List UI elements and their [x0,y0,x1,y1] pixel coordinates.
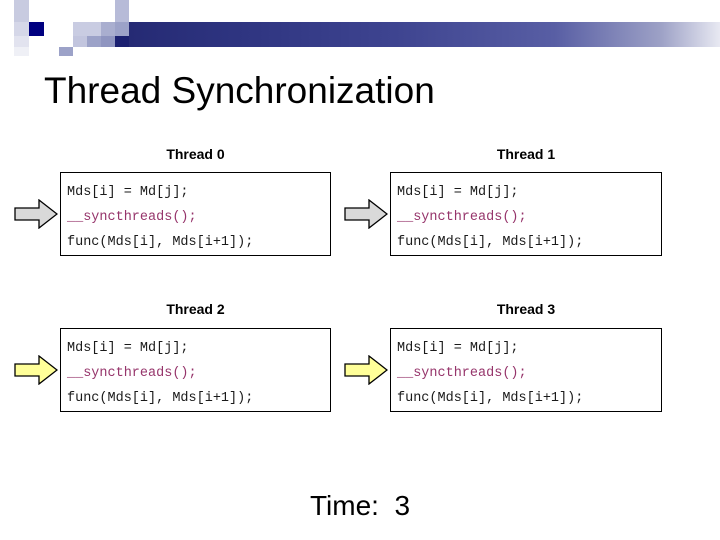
banner-square [73,0,87,22]
thread-label-3: Thread 3 [496,301,556,317]
banner-square [73,47,87,56]
time-counter-label: Time: 3 [309,490,411,521]
banner-square [87,36,101,47]
code-line-0: Mds[i] = Md[j]; [67,341,189,356]
code-line-1: __syncthreads(); [67,366,197,381]
page-title: Thread Synchronization [44,70,435,111]
banner-square [14,22,29,36]
banner-square [14,0,29,22]
thread-label-2: Thread 2 [166,301,225,317]
thread-label-1: Thread 1 [496,146,556,162]
banner-square [115,0,129,22]
code-line-2: func(Mds[i], Mds[i+1]); [397,391,584,406]
execution-pointer-arrow-thread-1 [344,198,389,230]
code-line-1: __syncthreads(); [67,210,197,225]
code-line-0: Mds[i] = Md[j]; [67,185,189,200]
banner-square [101,47,115,56]
thread-label-0: Thread 0 [166,146,225,162]
banner-square [115,36,129,47]
code-line-2: func(Mds[i], Mds[i+1]); [67,235,254,250]
code-line-1: __syncthreads(); [397,366,527,381]
thread-code-box-3: Mds[i] = Md[j]; __syncthreads(); func(Mds[… [390,328,662,412]
banner-square [87,22,101,36]
banner-square [101,22,115,36]
banner-square [59,47,73,56]
banner-square [44,22,59,36]
banner-square [87,47,101,56]
banner-square [73,36,87,47]
code-line-1: __syncthreads(); [397,210,527,225]
banner-square [14,47,29,56]
banner-square [29,0,44,22]
banner-square [14,36,29,47]
code-line-2: func(Mds[i], Mds[i+1]); [397,235,584,250]
banner-gradient-bar [129,22,720,47]
execution-pointer-arrow-thread-2 [14,354,59,386]
banner-square [44,36,59,47]
execution-pointer-arrow-thread-3 [344,354,389,386]
banner-square [29,22,44,36]
thread-code-box-0: Mds[i] = Md[j]; __syncthreads(); func(Mds[… [60,172,331,256]
banner-square [29,47,44,56]
banner-square [44,47,59,56]
thread-code-box-2: Mds[i] = Md[j]; __syncthreads(); func(Mds[… [60,328,331,412]
code-line-0: Mds[i] = Md[j]; [397,185,519,200]
banner-square [29,36,44,47]
banner-square [59,22,73,36]
code-line-2: func(Mds[i], Mds[i+1]); [67,391,254,406]
banner-square [59,0,73,22]
banner-square [101,0,115,22]
banner-square [101,36,115,47]
banner-square [59,36,73,47]
thread-code-box-1: Mds[i] = Md[j]; __syncthreads(); func(Mds[… [390,172,662,256]
code-line-0: Mds[i] = Md[j]; [397,341,519,356]
banner-square [44,0,59,22]
banner-square [87,0,101,22]
banner-square [115,47,129,56]
execution-pointer-arrow-thread-0 [14,198,59,230]
slide-banner [0,0,720,56]
banner-square [73,22,87,36]
banner-square [115,22,129,36]
